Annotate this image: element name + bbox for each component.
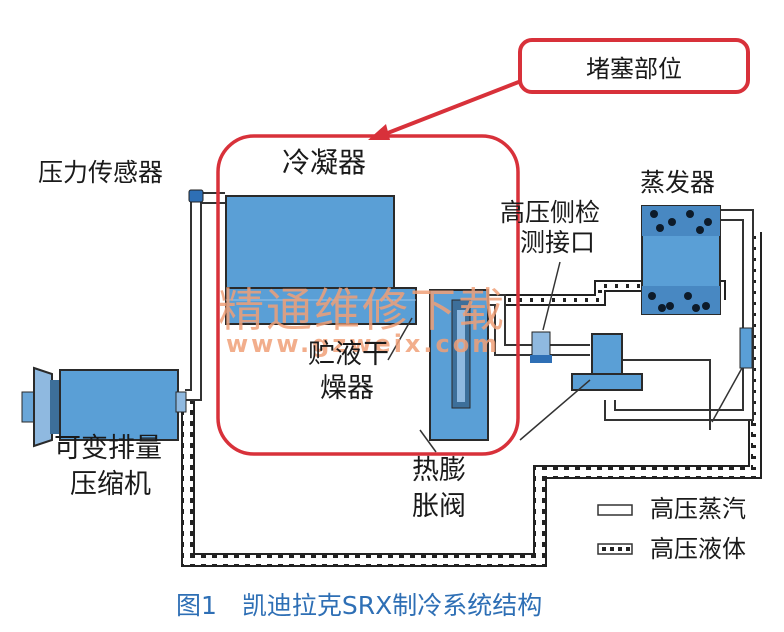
dryer-label-line2: 燥器 xyxy=(320,373,374,404)
dryer-label-line1: 贮液干 xyxy=(308,339,389,370)
txv-label-line1: 热膨 xyxy=(412,455,466,486)
evaporator-label: 蒸发器 xyxy=(640,168,716,197)
watermark-title: 精通维修下载 xyxy=(218,283,506,337)
compressor xyxy=(21,366,187,448)
callout-label: 堵塞部位 xyxy=(586,54,682,83)
callout-arrowhead xyxy=(368,124,390,140)
legend-vapor-symbol xyxy=(597,504,633,516)
service-port-label-line2: 测接口 xyxy=(520,228,596,257)
evaporator xyxy=(641,205,753,423)
figure-caption: 图1 凯迪拉克SRX制冷系统结构 xyxy=(176,591,543,620)
receiver-dryer xyxy=(429,289,489,441)
condenser-label: 冷凝器 xyxy=(282,146,367,179)
blockage-highlight xyxy=(216,134,520,456)
compressor-label-line1: 可变排量 xyxy=(54,433,162,464)
pressure-sensor xyxy=(188,189,204,203)
legend-liquid-symbol xyxy=(597,543,633,555)
expansion-valve xyxy=(519,333,643,441)
condenser xyxy=(225,195,417,325)
dryer-leader xyxy=(387,317,413,361)
compressor-label-line2: 压缩机 xyxy=(70,469,151,500)
legend-liquid-label: 高压液体 xyxy=(650,535,746,563)
service-port xyxy=(530,261,561,363)
blockage-callout: 堵塞部位 xyxy=(518,38,750,94)
watermark-url: www.gzweix.com xyxy=(226,330,501,358)
service-port-label-line1: 高压侧检 xyxy=(500,198,601,227)
pressure-sensor-label: 压力传感器 xyxy=(38,158,164,187)
legend-vapor-label: 高压蒸汽 xyxy=(650,495,746,523)
legend-symbols xyxy=(597,504,633,555)
txv-label-line2: 胀阀 xyxy=(412,491,466,522)
txv-leader xyxy=(419,429,437,453)
callout-arrow xyxy=(379,74,535,138)
